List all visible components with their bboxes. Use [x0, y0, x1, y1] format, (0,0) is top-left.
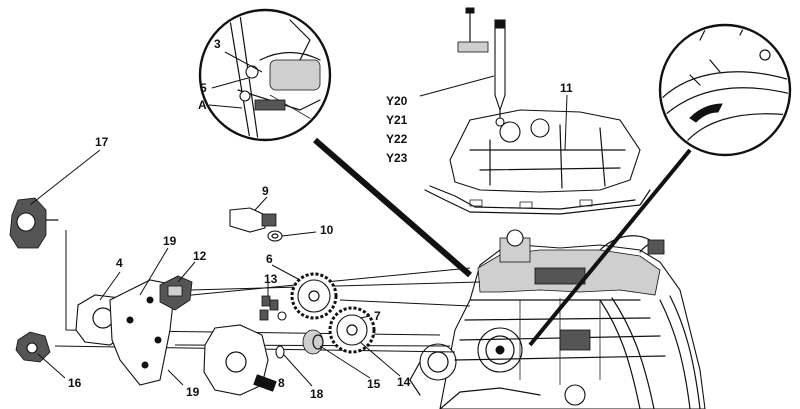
callout-19-bottom: 19 [186, 385, 200, 399]
part-14-sprocket [328, 306, 376, 354]
callout-18: 18 [310, 387, 324, 401]
part-8-pump [203, 324, 277, 396]
callout-a: A [198, 98, 207, 112]
callout-y23: Y23 [386, 151, 408, 165]
callout-y20: Y20 [386, 94, 408, 108]
callout-y21: Y21 [386, 113, 408, 127]
callout-13: 13 [264, 272, 278, 286]
callout-3: 3 [214, 37, 221, 51]
callout-16: 16 [68, 376, 82, 390]
part-6-sprocket [290, 272, 338, 320]
part-10-washer [267, 230, 283, 242]
callout-labels: 3 5 A 17 4 19 12 9 10 6 13 7 16 19 8 18 … [68, 37, 573, 401]
engine-block [409, 229, 706, 409]
callout-12: 12 [193, 249, 207, 263]
callout-5: 5 [200, 81, 207, 95]
part-9-sensor [229, 207, 277, 233]
part-19-bracket [109, 279, 176, 386]
callout-7: 7 [374, 309, 381, 323]
callout-y22: Y22 [386, 132, 408, 146]
part-12 [159, 275, 193, 311]
callout-6: 6 [266, 252, 273, 266]
part-15-cup [302, 329, 324, 355]
valve-cover-part-11 [424, 109, 651, 215]
part-18-pin [275, 345, 285, 359]
callout-19-top: 19 [163, 234, 177, 248]
callout-14: 14 [397, 375, 411, 389]
injector-assembly [457, 7, 506, 127]
callout-11: 11 [560, 81, 573, 95]
callout-9: 9 [262, 184, 269, 198]
callout-4: 4 [116, 256, 123, 270]
callout-10: 10 [320, 223, 334, 237]
part-13-bolts [259, 295, 287, 321]
leader-lines [29, 51, 568, 387]
callout-15: 15 [367, 377, 381, 391]
detail-inset-b [658, 23, 792, 157]
part-16 [15, 331, 51, 363]
detail-inset-a [198, 8, 332, 142]
part-17 [9, 197, 59, 249]
callout-17: 17 [95, 135, 109, 149]
callout-8: 8 [278, 376, 285, 390]
